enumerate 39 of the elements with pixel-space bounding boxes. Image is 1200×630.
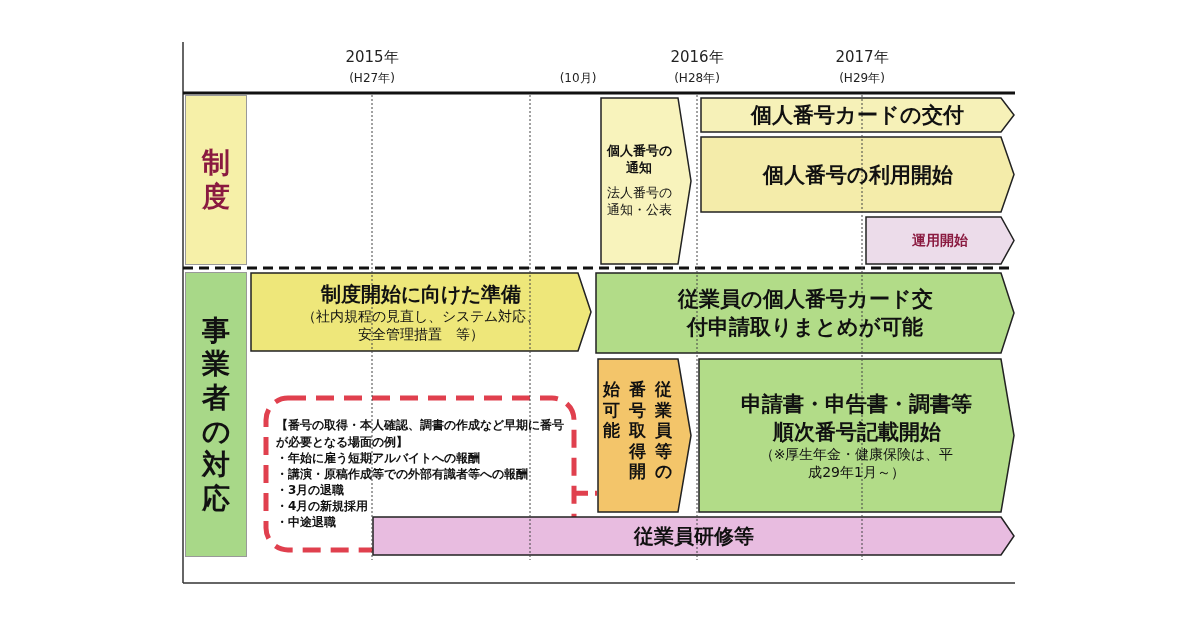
bar-label: 制度開始に向けた準備 bbox=[321, 280, 521, 308]
row-label: 事業者の対応 bbox=[200, 313, 232, 516]
bar-note: 法人番号の通知・公表 bbox=[605, 185, 673, 219]
year-label: 2017年 bbox=[835, 48, 889, 67]
period-label: (H27年) bbox=[349, 70, 395, 87]
list-item: ・講演・原稿作成等での外部有識者等への報酬 bbox=[276, 465, 528, 483]
vertical-bar bbox=[597, 358, 692, 513]
row-header bbox=[185, 95, 247, 265]
period-label: (H29年) bbox=[839, 70, 885, 87]
bar-note: （社内規程の見直し、システム対応、安全管理措置 等） bbox=[301, 307, 541, 344]
list-item: ・年始に雇う短期アルバイトへの報酬 bbox=[276, 449, 480, 466]
row-header bbox=[185, 272, 247, 557]
timeline-bar bbox=[600, 97, 692, 265]
bar-label: 個人番号の通知 bbox=[605, 143, 673, 177]
period-label: (H28年) bbox=[674, 70, 720, 87]
timeline-bar bbox=[595, 272, 1015, 354]
timeline-bar bbox=[700, 136, 1015, 213]
bar-note: （※厚生年金・健康保険は、平成29年1月～） bbox=[759, 445, 954, 482]
period-label: (10月) bbox=[559, 70, 597, 87]
timeline-bar bbox=[698, 358, 1015, 513]
bar-label: 従業員研修等 bbox=[633, 522, 754, 550]
year-label: 2016年 bbox=[670, 48, 724, 67]
callout-heading: 【番号の取得・本人確認、調書の作成など早期に番号が必要となる場面の例】 bbox=[276, 417, 564, 450]
bar-label: 運用開始 bbox=[912, 231, 968, 250]
list-item: ・4月の新規採用 bbox=[276, 498, 369, 515]
bar-label: 申請書・申告書・調書等順次番号記載開始 bbox=[740, 390, 973, 446]
timeline-bar bbox=[250, 272, 592, 352]
bar-label: 従業員の個人番号カード交付申請取りまとめが可能 bbox=[676, 286, 934, 341]
list-item: ・3月の退職 bbox=[276, 482, 345, 499]
bar-label: 個人番号の利用開始 bbox=[762, 161, 953, 189]
timeline-bar bbox=[372, 516, 1015, 556]
vertical-label: 従業員等の番号取得開始可能 bbox=[601, 379, 674, 484]
row-label: 制度 bbox=[200, 146, 231, 214]
timeline-bar bbox=[865, 216, 1015, 265]
year-label: 2015年 bbox=[345, 48, 399, 67]
connector-line bbox=[574, 490, 597, 496]
timeline-bar bbox=[700, 97, 1015, 133]
bar-label: 個人番号カードの交付 bbox=[751, 102, 964, 129]
list-item: ・中途退職 bbox=[276, 514, 336, 531]
